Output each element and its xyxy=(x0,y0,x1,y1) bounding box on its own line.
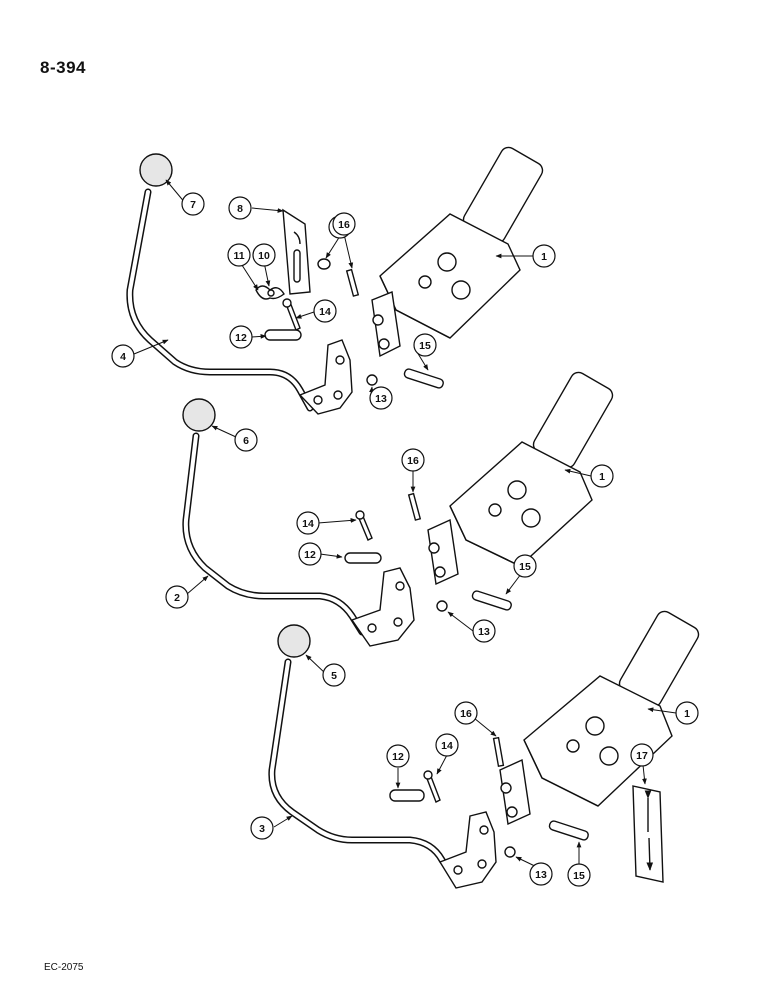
callout-4: 4 xyxy=(111,344,135,368)
callout-17: 17 xyxy=(630,743,654,767)
pin-15-bottom xyxy=(548,820,589,841)
knob-7 xyxy=(139,153,173,187)
svg-text:14: 14 xyxy=(302,518,314,530)
svg-text:2: 2 xyxy=(174,592,180,604)
svg-text:14: 14 xyxy=(441,740,453,752)
nut-9 xyxy=(317,258,331,270)
svg-text:17: 17 xyxy=(636,750,648,762)
svg-text:10: 10 xyxy=(258,250,270,262)
svg-text:13: 13 xyxy=(375,393,387,405)
svg-text:7: 7 xyxy=(190,199,196,211)
svg-text:1: 1 xyxy=(684,708,690,720)
callout-12-middle: 12 xyxy=(298,542,322,566)
knob-6 xyxy=(182,398,216,432)
figure-code: EC-2075 xyxy=(44,962,84,973)
callout-5: 5 xyxy=(322,663,346,687)
svg-text:13: 13 xyxy=(535,869,547,881)
callout-8: 8 xyxy=(228,196,252,220)
callout-14-bottom: 14 xyxy=(435,733,459,757)
svg-text:8: 8 xyxy=(237,203,243,215)
svg-text:1: 1 xyxy=(541,251,547,263)
callout-15-middle: 15 xyxy=(513,554,537,578)
svg-text:11: 11 xyxy=(233,250,244,262)
clevis-pin-12-bottom xyxy=(389,789,425,802)
svg-text:6: 6 xyxy=(243,435,249,447)
decal-17 xyxy=(632,785,664,883)
roll-pin-16-top xyxy=(345,268,360,297)
callout-15-bottom: 15 xyxy=(567,863,591,887)
svg-text:13: 13 xyxy=(478,626,490,638)
pin-15-middle xyxy=(471,590,512,611)
callout-3: 3 xyxy=(250,816,274,840)
callout-10: 10 xyxy=(252,243,276,267)
svg-text:15: 15 xyxy=(519,561,531,573)
control-valve-top xyxy=(371,146,544,358)
callout-13-top: 13 xyxy=(369,386,393,410)
svg-text:1: 1 xyxy=(599,471,605,483)
callout-14-middle: 14 xyxy=(296,511,320,535)
washer-13-middle xyxy=(436,600,448,612)
svg-text:4: 4 xyxy=(120,351,126,363)
roll-pin-16-middle xyxy=(407,492,422,521)
roll-pin-16-bottom xyxy=(492,736,505,767)
svg-text:15: 15 xyxy=(419,340,431,352)
callout-13-middle: 13 xyxy=(472,619,496,643)
callout-1-top: 1 xyxy=(532,244,556,268)
callout-15-top: 15 xyxy=(413,333,437,357)
pin-15-top xyxy=(403,368,444,389)
svg-text:12: 12 xyxy=(392,751,404,763)
washer-13-top xyxy=(366,374,378,386)
lever-bracket-bottom xyxy=(438,811,497,889)
callout-16-bottom: 16 xyxy=(454,701,478,725)
lever-bracket-middle xyxy=(350,567,415,647)
callout-1-middle: 1 xyxy=(590,464,614,488)
knob-5 xyxy=(277,624,311,658)
assembly-middle xyxy=(182,371,614,647)
callout-1-bottom: 1 xyxy=(675,701,699,725)
page-number: 8-394 xyxy=(40,58,86,77)
callout-13-bottom: 13 xyxy=(529,862,553,886)
svg-text:15: 15 xyxy=(573,870,585,882)
svg-text:12: 12 xyxy=(235,332,247,344)
callout-11: 11 xyxy=(227,243,251,267)
callout-6: 6 xyxy=(234,428,258,452)
lever-bracket-top xyxy=(298,339,353,415)
assembly-bottom xyxy=(268,610,700,889)
control-valve-middle xyxy=(427,371,614,586)
washer-13-bottom xyxy=(504,846,516,858)
assembly-top xyxy=(126,146,544,415)
callout-2: 2 xyxy=(165,585,189,609)
clevis-pin-12-top xyxy=(264,329,302,341)
washer-10 xyxy=(267,289,275,297)
svg-text:14: 14 xyxy=(319,306,331,318)
callout-16-middle: 16 xyxy=(401,448,425,472)
callout-14-top: 14 xyxy=(313,299,337,323)
svg-text:3: 3 xyxy=(259,823,265,835)
callout-7: 7 xyxy=(181,192,205,216)
svg-text:5: 5 xyxy=(331,670,337,682)
svg-text:16: 16 xyxy=(407,455,419,467)
callout-12-bottom: 12 xyxy=(386,744,410,768)
svg-text:16: 16 xyxy=(460,708,472,720)
leader-lines xyxy=(133,179,677,870)
control-valve-bottom xyxy=(499,610,700,826)
svg-text:12: 12 xyxy=(304,549,316,561)
callout-16-top: 16 xyxy=(332,212,356,236)
clevis-pin-12-middle xyxy=(344,552,382,564)
svg-text:16: 16 xyxy=(338,219,350,231)
callout-12-top: 12 xyxy=(229,325,253,349)
